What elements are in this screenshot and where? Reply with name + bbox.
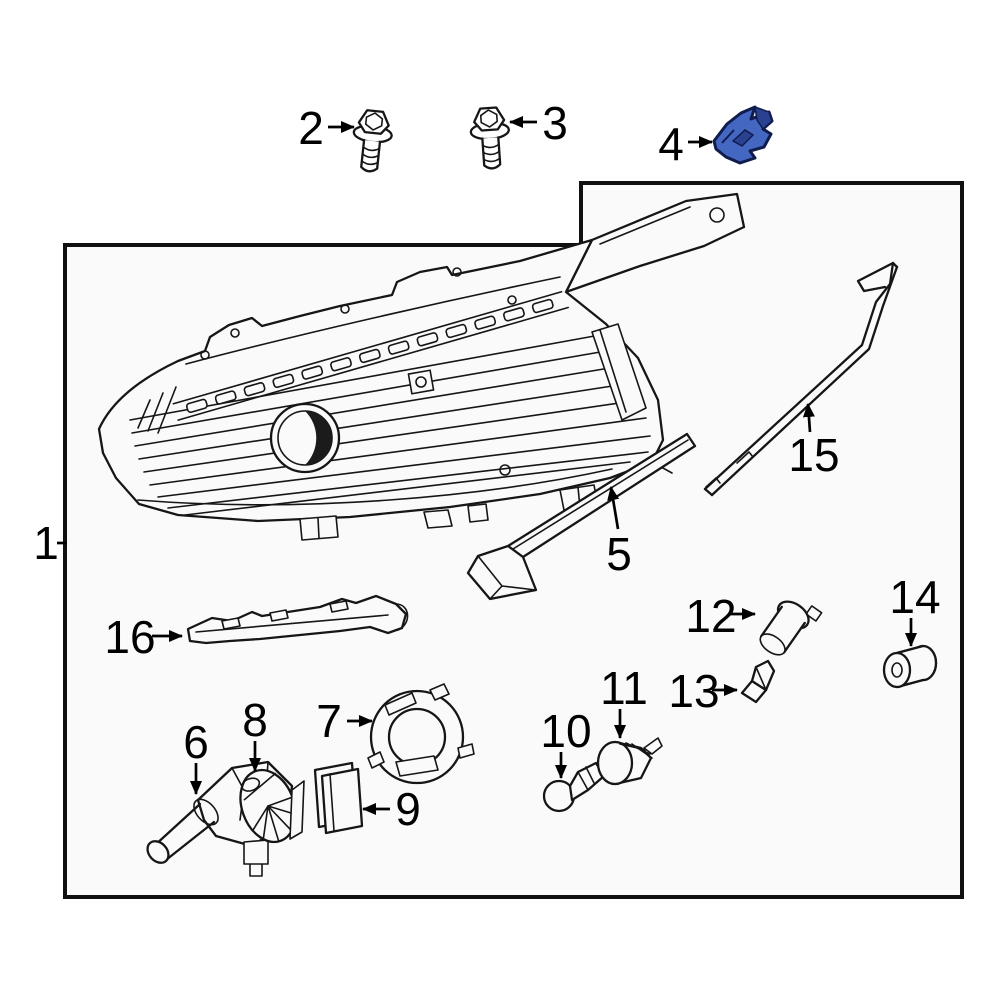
part-2-bolt[interactable] (348, 107, 396, 175)
part-4-retainer-clip-highlighted[interactable] (712, 105, 774, 165)
part-1-label[interactable]: 1 (33, 517, 59, 569)
part-16-bracket[interactable] (186, 594, 409, 645)
part-13-bulb[interactable] (740, 659, 776, 704)
part-15-callout-arrow (802, 403, 815, 433)
part-5-label[interactable]: 5 (606, 528, 632, 580)
part-10-label[interactable]: 10 (540, 705, 591, 757)
part-15-molding-strip[interactable] (703, 261, 899, 497)
part-15-label[interactable]: 15 (788, 429, 839, 481)
part-14-socket-cap[interactable] (882, 644, 938, 689)
part-8-label[interactable]: 8 (242, 694, 268, 746)
part-9-label[interactable]: 9 (395, 783, 421, 835)
part-11-socket[interactable] (596, 737, 663, 786)
part-11-label[interactable]: 11 (600, 662, 648, 714)
part-9-module[interactable] (313, 761, 364, 835)
part-7-retaining-ring[interactable] (367, 683, 475, 785)
part-5-callout-arrow (607, 486, 620, 530)
part-12-bulb[interactable] (754, 590, 823, 663)
part-3-bolt[interactable] (468, 105, 513, 171)
part-1-headlamp-assembly[interactable] (97, 192, 746, 541)
part-3-label[interactable]: 3 (542, 97, 568, 149)
part-14-label[interactable]: 14 (889, 571, 940, 623)
part-5-trim-strip[interactable] (466, 432, 697, 601)
part-4-label[interactable]: 4 (658, 118, 684, 170)
part-16-label[interactable]: 16 (104, 611, 155, 663)
part-2-label[interactable]: 2 (298, 102, 324, 154)
part-7-label[interactable]: 7 (316, 695, 342, 747)
part-6-label[interactable]: 6 (183, 716, 209, 768)
part-13-label[interactable]: 13 (668, 665, 719, 717)
part-8-igniter-cap[interactable] (231, 762, 305, 849)
part-12-label[interactable]: 12 (685, 590, 736, 642)
